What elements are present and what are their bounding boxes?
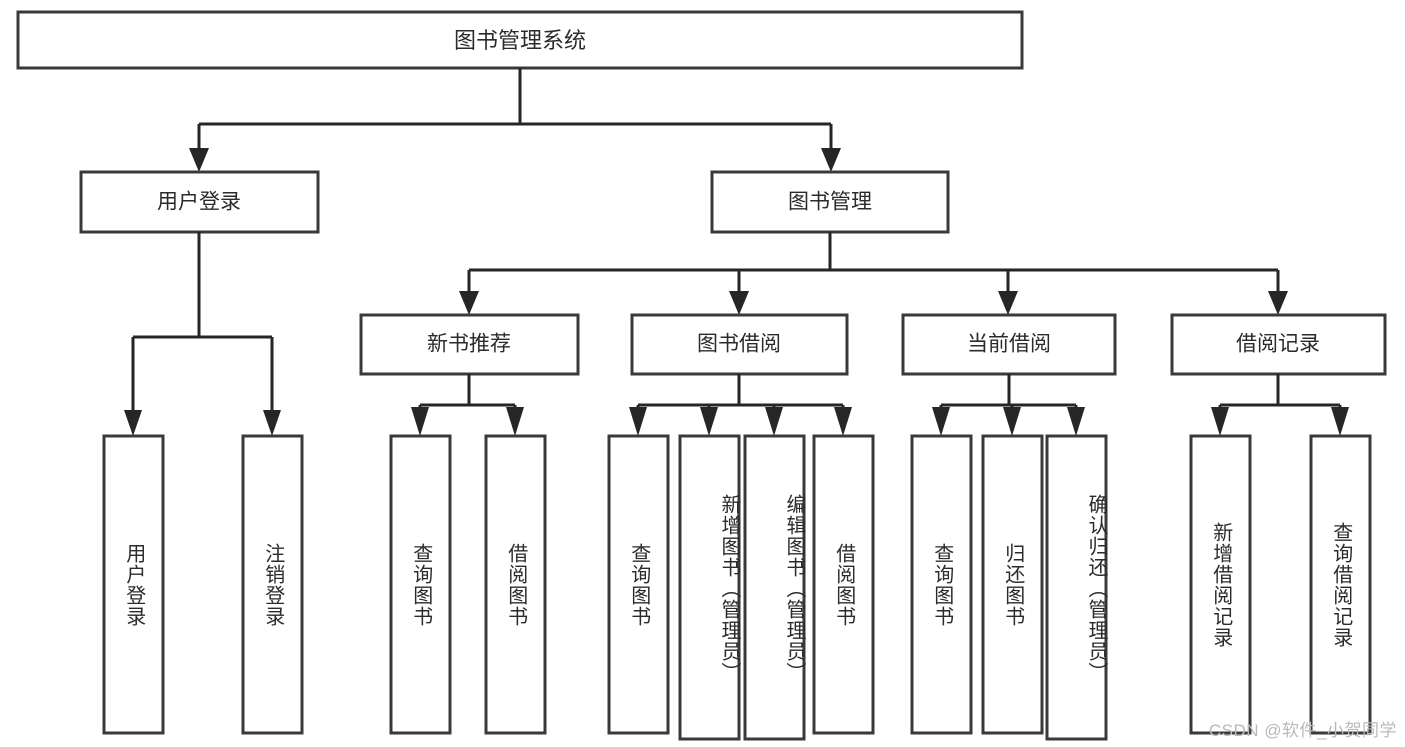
leaf-box-query-book-2[interactable] [607, 434, 670, 735]
leaf-box-user-logout[interactable] [241, 434, 304, 735]
leaf-box-edit-book[interactable] [743, 434, 806, 741]
connector-root-to-level2 [189, 68, 841, 172]
node-current-borrow-label: 当前借阅 [967, 333, 1051, 356]
node-root-label: 图书管理系统 [454, 28, 586, 53]
node-book-management-box [710, 170, 950, 234]
arrow-head-leaf-add-record [1211, 407, 1229, 436]
arrow-head-leaf-query-record [1331, 407, 1349, 436]
leaf-box-borrow-book-2[interactable] [812, 434, 875, 735]
leaf-box-return-book[interactable] [981, 434, 1044, 735]
node-root-box [16, 10, 1024, 70]
arrow-head-leaf-user-logout [263, 410, 281, 436]
node-borrow-record[interactable]: 借阅记录 [1170, 313, 1387, 376]
node-book-management-label: 图书管理 [788, 191, 872, 214]
arrow-head-user-login [189, 148, 209, 172]
node-current-borrow[interactable]: 当前借阅 [901, 313, 1117, 376]
arrow-head-new-book-recommend [459, 291, 479, 315]
node-new-book-recommend-label: 新书推荐 [427, 333, 511, 356]
connector-br-to-leaves [1211, 374, 1349, 436]
node-book-borrow-box [630, 313, 849, 376]
leaf-box-borrow-book-1[interactable] [484, 434, 547, 735]
arrow-head-current-borrow [998, 291, 1018, 315]
node-current-borrow-box [901, 313, 1117, 376]
node-user-login-label: 用户登录 [157, 191, 241, 214]
connector-bm-to-level3 [459, 232, 1288, 315]
arrow-head-book-borrow [729, 291, 749, 315]
leaf-box-query-book-1[interactable] [389, 434, 452, 735]
node-user-login[interactable]: 用户登录 [79, 170, 320, 234]
leaf-box-user-login[interactable] [102, 434, 165, 735]
arrow-head-leaf-query-book-3 [932, 407, 950, 436]
arrow-head-leaf-edit-book [765, 407, 783, 436]
leaf-box-add-record[interactable] [1189, 434, 1252, 735]
arrow-head-leaf-borrow-book-2 [834, 407, 852, 436]
node-new-book-recommend-box [359, 313, 580, 376]
leaf-box-query-book-3[interactable] [910, 434, 973, 735]
node-root[interactable]: 图书管理系统 [16, 10, 1024, 70]
node-borrow-record-label: 借阅记录 [1236, 333, 1320, 356]
node-book-management[interactable]: 图书管理 [710, 170, 950, 234]
leaf-box-confirm-return[interactable] [1045, 434, 1108, 741]
connector-nbr-to-leaves [411, 374, 524, 436]
connector-cb-to-leaves [932, 374, 1085, 436]
leaf-box-query-record[interactable] [1309, 434, 1372, 735]
arrow-head-leaf-confirm-return [1067, 407, 1085, 436]
watermark: CSDN @软件_小贺同学 [1208, 721, 1397, 740]
node-borrow-record-box [1170, 313, 1387, 376]
connector-user-login-to-leaves [124, 232, 281, 436]
node-new-book-recommend[interactable]: 新书推荐 [359, 313, 580, 376]
arrow-head-leaf-query-book-1 [411, 407, 429, 436]
node-book-borrow[interactable]: 图书借阅 [630, 313, 849, 376]
arrow-head-book-management [821, 148, 841, 172]
node-book-borrow-label: 图书借阅 [697, 333, 781, 356]
arrow-head-leaf-borrow-book-1 [506, 407, 524, 436]
arrow-head-leaf-user-login [124, 410, 142, 436]
connector-bb-to-leaves [629, 374, 852, 436]
arrow-head-leaf-query-book-2 [629, 407, 647, 436]
arrow-head-leaf-return-book [1003, 407, 1021, 436]
arrow-head-borrow-record [1268, 291, 1288, 315]
leaf-box-add-book[interactable] [678, 434, 741, 741]
arrow-head-leaf-add-book [700, 407, 718, 436]
